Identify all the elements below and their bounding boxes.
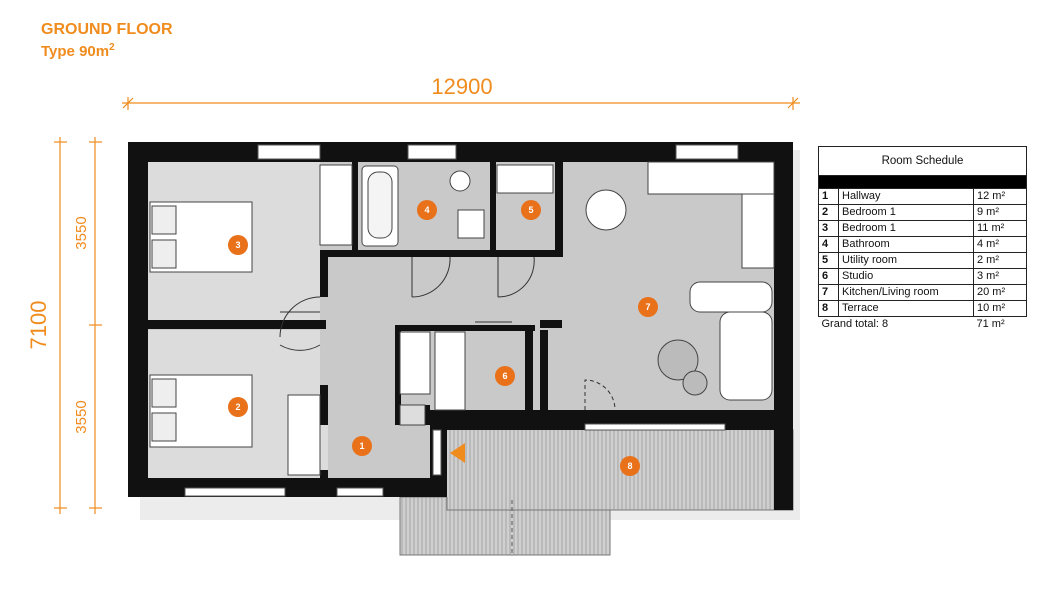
- type-sup: 2: [109, 42, 115, 53]
- height-dimension: 7100: [26, 301, 51, 350]
- schedule-title: Room Schedule: [818, 146, 1027, 176]
- sink: [457, 209, 485, 239]
- room-marker-8: 8: [620, 456, 640, 476]
- upper-dimension: 3550: [73, 216, 90, 249]
- dimension-lines: [54, 97, 800, 514]
- washer: [496, 164, 554, 194]
- floor-title: GROUND FLOOR: [41, 21, 173, 38]
- windows: [184, 144, 739, 497]
- wardrobe-3: [319, 164, 353, 246]
- svg-text:7: 7: [645, 302, 650, 312]
- room-marker-4: 4: [417, 200, 437, 220]
- wardrobe-2: [287, 394, 321, 476]
- dining-table: [585, 189, 627, 231]
- floor-type: Type 90m2: [41, 42, 115, 60]
- room-marker-5: 5: [521, 200, 541, 220]
- svg-text:5: 5: [528, 205, 533, 215]
- svg-text:4: 4: [424, 205, 429, 215]
- svg-text:3: 3: [235, 240, 240, 250]
- doors: [279, 256, 616, 411]
- room-marker-7: 7: [638, 297, 658, 317]
- studio-desk: [434, 331, 466, 411]
- coffee-table: [657, 339, 699, 381]
- svg-text:1: 1: [359, 441, 364, 451]
- toilet: [449, 170, 471, 192]
- lower-dimension: 3550: [73, 400, 90, 433]
- room-markers: 1 2 3 4 5 6 7 8: [228, 200, 658, 476]
- sofa: [689, 281, 773, 313]
- svg-text:8: 8: [627, 461, 632, 471]
- room-marker-3: 3: [228, 235, 248, 255]
- stove: [741, 193, 775, 269]
- entrance-arrow-icon: [450, 443, 465, 463]
- room-marker-1: 1: [352, 436, 372, 456]
- type-text: Type 90m: [41, 43, 110, 60]
- room-marker-2: 2: [228, 397, 248, 417]
- svg-text:6: 6: [502, 371, 507, 381]
- svg-text:2: 2: [235, 402, 240, 412]
- studio-shelf: [399, 331, 431, 395]
- width-dimension: 12900: [431, 74, 492, 99]
- room-marker-6: 6: [495, 366, 515, 386]
- kitchen-counter: [647, 161, 775, 195]
- furniture: [149, 161, 775, 476]
